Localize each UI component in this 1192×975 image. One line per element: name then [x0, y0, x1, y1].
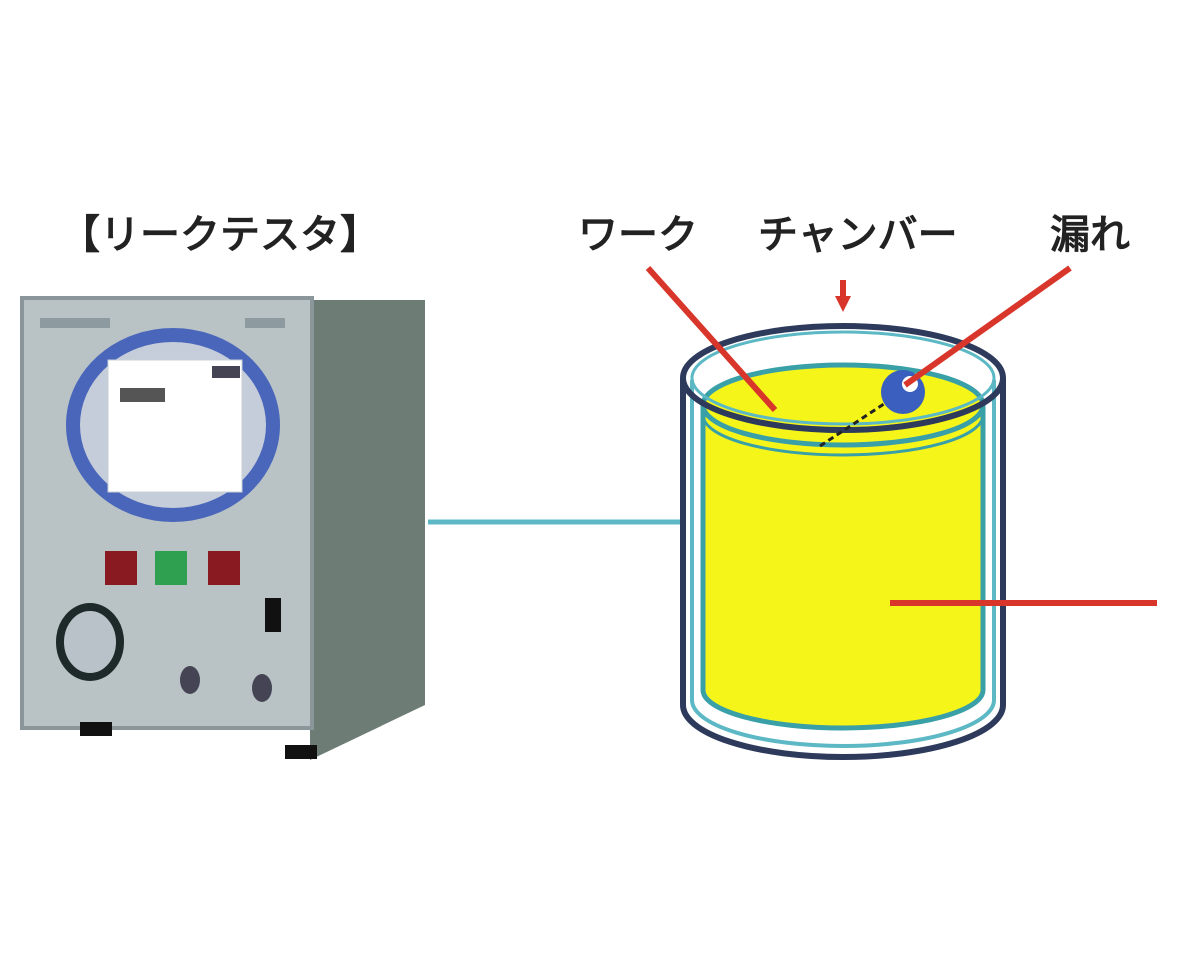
- work-pointer-arrow: [645, 266, 778, 412]
- chamber: [680, 323, 1006, 760]
- work-object: [700, 405, 986, 731]
- display-indicator: [120, 388, 165, 402]
- power-switch: [265, 598, 281, 632]
- machine-foot: [285, 745, 317, 759]
- chamber-lid: [680, 323, 1006, 433]
- leak-tester-label: 【リークテスタ】: [60, 212, 380, 258]
- pressure-gauge: [56, 603, 124, 681]
- leak-path: [819, 398, 891, 448]
- green-lamp: [155, 551, 187, 585]
- chamber-label: チャンバー: [758, 212, 958, 258]
- display-screen: [107, 359, 243, 493]
- red-lamp-right: [208, 551, 240, 585]
- red-lamp-left: [105, 551, 137, 585]
- pointer-arrows: [645, 265, 1157, 606]
- machine-side-panel: [310, 300, 425, 760]
- knob-right: [252, 674, 272, 702]
- machine-foot: [80, 722, 112, 736]
- leak-tester-machine: [20, 296, 425, 760]
- work-label: ワーク: [578, 212, 698, 258]
- knob-left: [180, 666, 200, 694]
- leak-label: 漏れ: [1050, 212, 1130, 258]
- leak-pointer-arrow: [903, 265, 1072, 388]
